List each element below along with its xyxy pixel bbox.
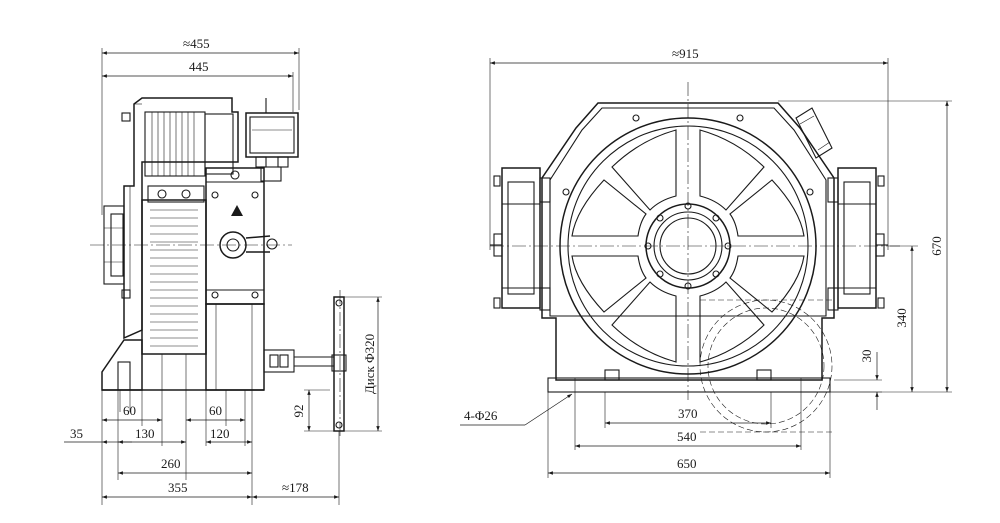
dim-370-label: 370 — [678, 406, 698, 421]
sheave-wheel — [559, 114, 817, 375]
dim-340: 340 — [894, 246, 914, 392]
dim-540: 540 — [575, 429, 801, 448]
disc-diameter-label: Диск Φ320 — [362, 334, 377, 394]
dim-130: 130 — [118, 426, 186, 444]
dim-30: 30 — [859, 350, 879, 410]
dim-92-label: 92 — [291, 405, 306, 418]
junction-box — [245, 98, 299, 182]
side-view: ≈455 445 — [64, 36, 382, 505]
dim-30-label: 30 — [859, 350, 874, 363]
dim-370: 370 — [605, 406, 771, 425]
dim-130-label: 130 — [135, 426, 155, 441]
dim-445-label: 445 — [189, 59, 209, 74]
dim-540-label: 540 — [677, 429, 697, 444]
dim-260-label: 260 — [161, 456, 181, 471]
dim-355-label: 355 — [168, 480, 188, 495]
brake-drum — [144, 111, 234, 177]
dim-60-left-label: 60 — [123, 403, 136, 418]
terminal-box — [795, 107, 833, 159]
dim-650: 650 — [548, 456, 830, 475]
dim-355: 355 — [102, 480, 252, 499]
front-view: ≈915 — [460, 46, 952, 478]
left-brake — [490, 167, 551, 311]
warning-icon — [231, 205, 243, 216]
dim-120: 120 — [206, 426, 252, 444]
dim-915-label: ≈915 — [672, 46, 699, 61]
dim-35-label: 35 — [70, 426, 83, 441]
brake-disc: Диск Φ320 — [331, 296, 382, 432]
dim-670: 670 — [929, 101, 949, 392]
dim-92: 92 — [291, 389, 334, 432]
bolt-hole-callout: 4-Φ26 — [460, 393, 573, 426]
dim-455-label: ≈455 — [183, 36, 210, 51]
dim-120-label: 120 — [210, 426, 230, 441]
dim-670-label: 670 — [929, 236, 944, 256]
dim-445: 445 — [102, 59, 294, 112]
rope-trace — [699, 299, 833, 433]
dim-178-label: ≈178 — [282, 480, 309, 495]
dim-60-right-label: 60 — [209, 403, 222, 418]
rear-casing — [121, 97, 239, 340]
base-plate — [101, 339, 264, 412]
dim-35: 35 — [64, 426, 132, 444]
dim-260: 260 — [118, 456, 252, 475]
right-brake — [827, 167, 888, 311]
traction-sheave — [141, 185, 207, 355]
dim-650-label: 650 — [677, 456, 697, 471]
bolt-holes-label: 4-Φ26 — [464, 408, 498, 423]
front-support — [205, 303, 334, 391]
dim-340-label: 340 — [894, 308, 909, 328]
dim-60-left: 60 — [102, 403, 162, 422]
dim-60-right: 60 — [186, 403, 245, 422]
dim-915: ≈915 — [489, 46, 889, 250]
brake-housing — [205, 167, 278, 305]
dim-178: ≈178 — [251, 480, 339, 499]
dim-455: ≈455 — [101, 36, 300, 215]
